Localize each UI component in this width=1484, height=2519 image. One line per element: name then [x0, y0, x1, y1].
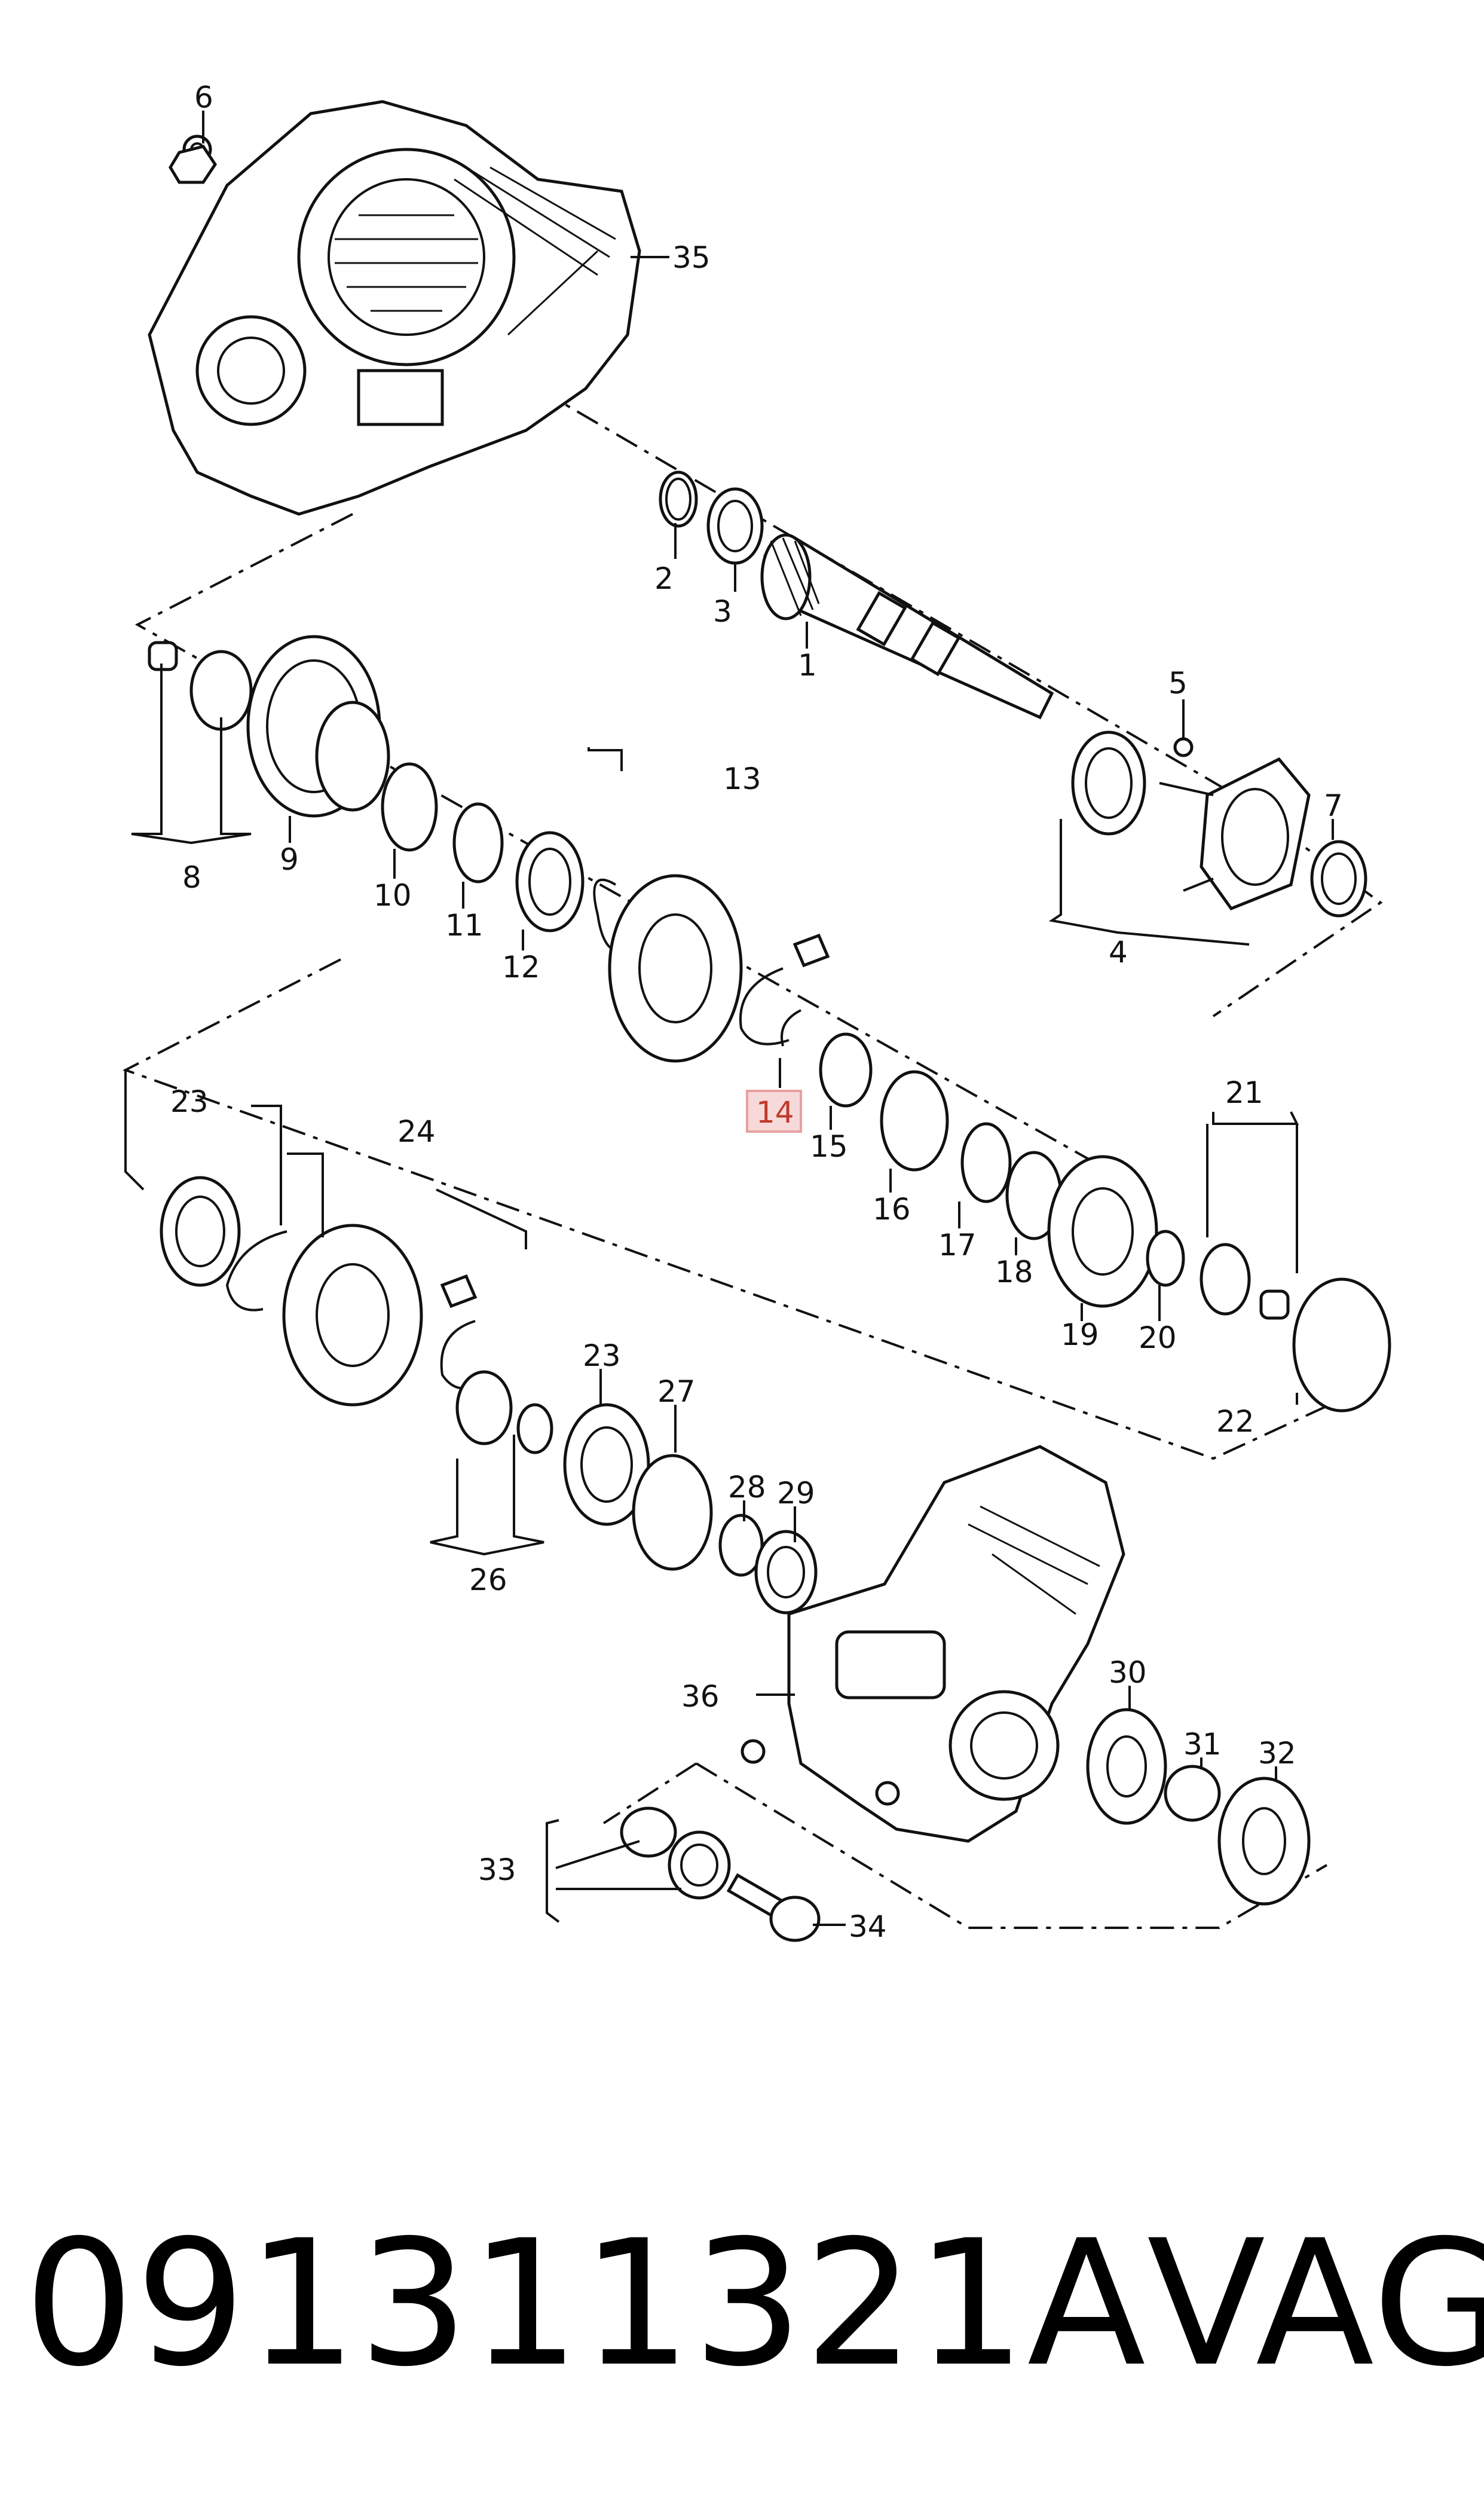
highlight-box-14	[746, 1090, 802, 1133]
callout-27: 27	[657, 1374, 696, 1409]
callout-26: 26	[469, 1563, 507, 1597]
leader-lines	[202, 111, 1334, 1926]
brand-name: VAG	[1146, 2203, 1484, 2405]
input-shaft	[760, 533, 1054, 720]
callout-33: 33	[478, 1852, 516, 1887]
callout-23-bottom: 23	[583, 1338, 621, 1373]
gear-row-2	[148, 635, 1391, 1413]
callout-1: 1	[798, 648, 817, 683]
callout-12: 12	[502, 950, 540, 985]
callout-29: 29	[777, 1476, 815, 1511]
callout-10: 10	[374, 878, 412, 913]
callout-17: 17	[938, 1228, 977, 1262]
callout-6: 6	[194, 80, 213, 115]
callout-2: 2	[654, 561, 674, 596]
callout-18: 18	[995, 1255, 1033, 1289]
callout-28: 28	[728, 1470, 766, 1505]
callout-8: 8	[182, 860, 201, 895]
circlip-2	[659, 470, 698, 528]
callout-32: 32	[1258, 1736, 1296, 1771]
assembly-boundaries	[122, 387, 1383, 1929]
callout-16: 16	[873, 1192, 911, 1227]
callout-21: 21	[1225, 1075, 1263, 1110]
exploded-gearbox-diagram: 6 35 2 3 1 5 7 4 8 9 10 11 12 13 14 15 1…	[122, 80, 1391, 1944]
callout-3: 3	[713, 594, 732, 629]
callout-labels: 6 35 2 3 1 5 7 4 8 9 10 11 12 13 14 15 1…	[170, 80, 1343, 1944]
callout-30: 30	[1109, 1655, 1147, 1690]
callout-5: 5	[1168, 666, 1188, 701]
callout-22: 22	[1216, 1404, 1254, 1439]
callout-34: 34	[849, 1909, 887, 1944]
callout-24: 24	[397, 1114, 436, 1149]
nut-6	[169, 145, 218, 184]
callout-4: 4	[1109, 935, 1128, 970]
gear-row-3	[160, 1176, 818, 1615]
bearing-flange-assembly	[1071, 730, 1367, 918]
bearings-33	[620, 1806, 731, 1900]
callout-20: 20	[1139, 1320, 1177, 1355]
bearing-3	[706, 487, 764, 565]
callout-15: 15	[810, 1129, 848, 1164]
callout-9: 9	[280, 842, 299, 877]
callout-36: 36	[681, 1679, 720, 1714]
callout-35: 35	[672, 240, 711, 275]
callout-14: 14	[756, 1095, 794, 1130]
callout-19: 19	[1061, 1317, 1099, 1352]
part-number: 091311321A	[24, 2203, 1147, 2405]
callout-23-top: 23	[170, 1084, 209, 1119]
gearbox-housing-bottom	[741, 1445, 1125, 1843]
caption-bar: 091311321A VAG	[24, 2203, 1484, 2405]
callout-13: 13	[723, 762, 761, 796]
callout-11: 11	[445, 908, 484, 943]
gears-30-32	[1086, 1708, 1311, 1906]
group-brackets	[124, 664, 1299, 1923]
callout-31: 31	[1183, 1727, 1222, 1762]
gearbox-housing-top	[148, 100, 641, 516]
bolt-34	[726, 1873, 821, 1942]
callout-7: 7	[1324, 788, 1343, 823]
